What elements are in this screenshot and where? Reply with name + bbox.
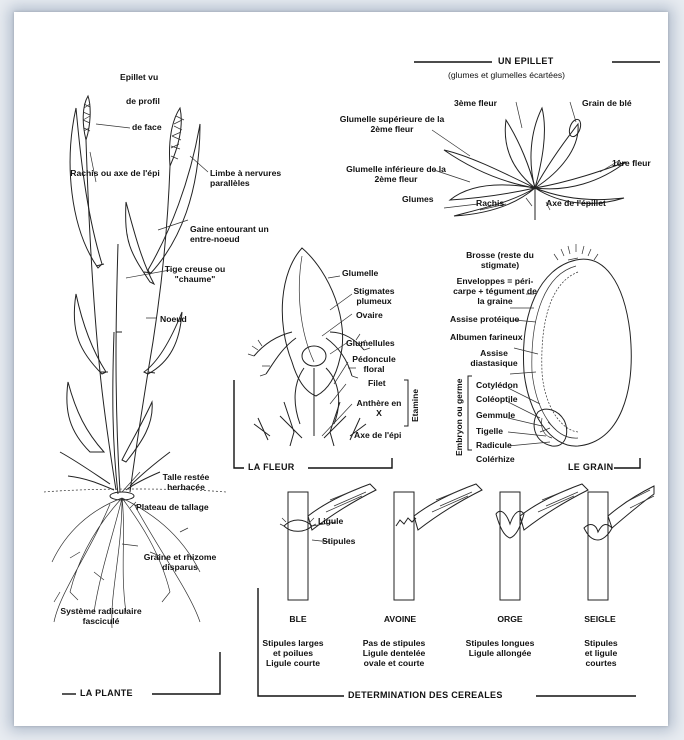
label-coleorhize: Colérhize	[476, 454, 515, 464]
label-assise-proteique: Assise protéique	[450, 314, 519, 324]
label-axe-epillet: Axe de l'épillet	[546, 198, 606, 208]
cereal-name-seigle: SEIGLE	[560, 614, 640, 624]
title-le-grain: LE GRAIN	[568, 462, 613, 472]
title-epillet: UN EPILLET	[498, 56, 554, 66]
label-assise-diastasique: Assise diastasique	[464, 348, 524, 368]
label-albumen: Albumen farineux	[450, 332, 523, 342]
label-enveloppes: Enveloppes = péri- carpe + tégument de l…	[450, 276, 540, 306]
label-pedoncule: Pédoncule floral	[344, 354, 404, 374]
label-glumelle: Glumelle	[342, 268, 378, 278]
label-plateau: Plateau de tallage	[136, 502, 209, 512]
label-1ere-fleur: 1ère fleur	[612, 158, 651, 168]
label-filet: Filet	[368, 378, 386, 388]
cereal-avoine-desc-3: ovale et courte	[346, 658, 442, 668]
label-etamine: Etamine	[410, 389, 420, 422]
label-brosse: Brosse (reste du stigmate)	[460, 250, 540, 270]
cereal-name-avoine: AVOINE	[360, 614, 440, 624]
cereal-ble-desc-1: Stipules larges	[252, 638, 334, 648]
label-epillet-vu: Epillet vu	[120, 72, 158, 82]
cereal-name-ble: BLE	[268, 614, 328, 624]
cereal-orge-desc-2: Ligule allongée	[450, 648, 550, 658]
label-systeme: Système radiculaire fasciculé	[46, 606, 156, 626]
label-rachis-plante: Rachis ou axe de l'épi	[70, 168, 160, 178]
label-axe-epi: Axe de l'épi	[354, 430, 401, 440]
label-stipules: Stipules	[322, 536, 355, 546]
label-limbe: Limbe à nervures parallèles	[210, 168, 320, 188]
label-ovaire: Ovaire	[356, 310, 383, 320]
label-de-profil: de profil	[126, 96, 160, 106]
label-glumelle-inf: Glumelle inférieure de la 2ème fleur	[342, 164, 450, 184]
label-cotyledon: Cotylédon	[476, 380, 518, 390]
cereal-ble-desc-3: Ligule courte	[252, 658, 334, 668]
label-radicule: Radicule	[476, 440, 512, 450]
cereal-ble-desc-2: et poilues	[252, 648, 334, 658]
label-glumellules: Glumellules	[346, 338, 395, 348]
cereal-plate: Epillet vu de profil de face Rachis ou a…	[30, 32, 654, 712]
label-ligule: Ligule	[318, 516, 343, 526]
grain-drawing	[508, 244, 631, 446]
label-de-face: de face	[132, 122, 162, 132]
label-glumes: Glumes	[402, 194, 434, 204]
cereal-seigle-desc-1: Stipules	[566, 638, 636, 648]
label-gaine: Gaine entourant un entre-noeud	[190, 224, 290, 244]
cereal-seigle-desc-2: et ligule	[566, 648, 636, 658]
cereal-avoine-desc-1: Pas de stipules	[346, 638, 442, 648]
label-noeud: Noeud	[160, 314, 187, 324]
label-3eme-fleur: 3ème fleur	[454, 98, 497, 108]
title-determination: DETERMINATION DES CEREALES	[348, 690, 503, 700]
label-gemmule: Gemmule	[476, 410, 515, 420]
label-glumelle-sup: Glumelle supérieure de la 2ème fleur	[338, 114, 446, 134]
label-graine-rhizome: Graine et rhizome disparus	[130, 552, 230, 572]
cereal-seigle-desc-3: courtes	[566, 658, 636, 668]
subtitle-epillet: (glumes et glumelles écartées)	[448, 70, 565, 80]
label-talle: Talle restée herbacée	[146, 472, 226, 492]
label-coleoptile: Coléoptile	[476, 394, 518, 404]
title-la-fleur: LA FLEUR	[248, 462, 295, 472]
cereal-orge-desc-1: Stipules longues	[450, 638, 550, 648]
cereal-avoine-desc-2: Ligule dentelée	[346, 648, 442, 658]
label-tigelle: Tigelle	[476, 426, 503, 436]
label-rachis-epillet: Rachis	[476, 198, 504, 208]
label-stigmates: Stigmates plumeux	[344, 286, 404, 306]
label-anthere: Anthère en X	[354, 398, 404, 418]
cereal-name-orge: ORGE	[470, 614, 550, 624]
label-grain-ble: Grain de blé	[582, 98, 632, 108]
label-embryon: Embryon ou germe	[454, 379, 464, 456]
label-tige: Tige creuse ou "chaume"	[150, 264, 240, 284]
title-la-plante: LA PLANTE	[80, 688, 133, 698]
